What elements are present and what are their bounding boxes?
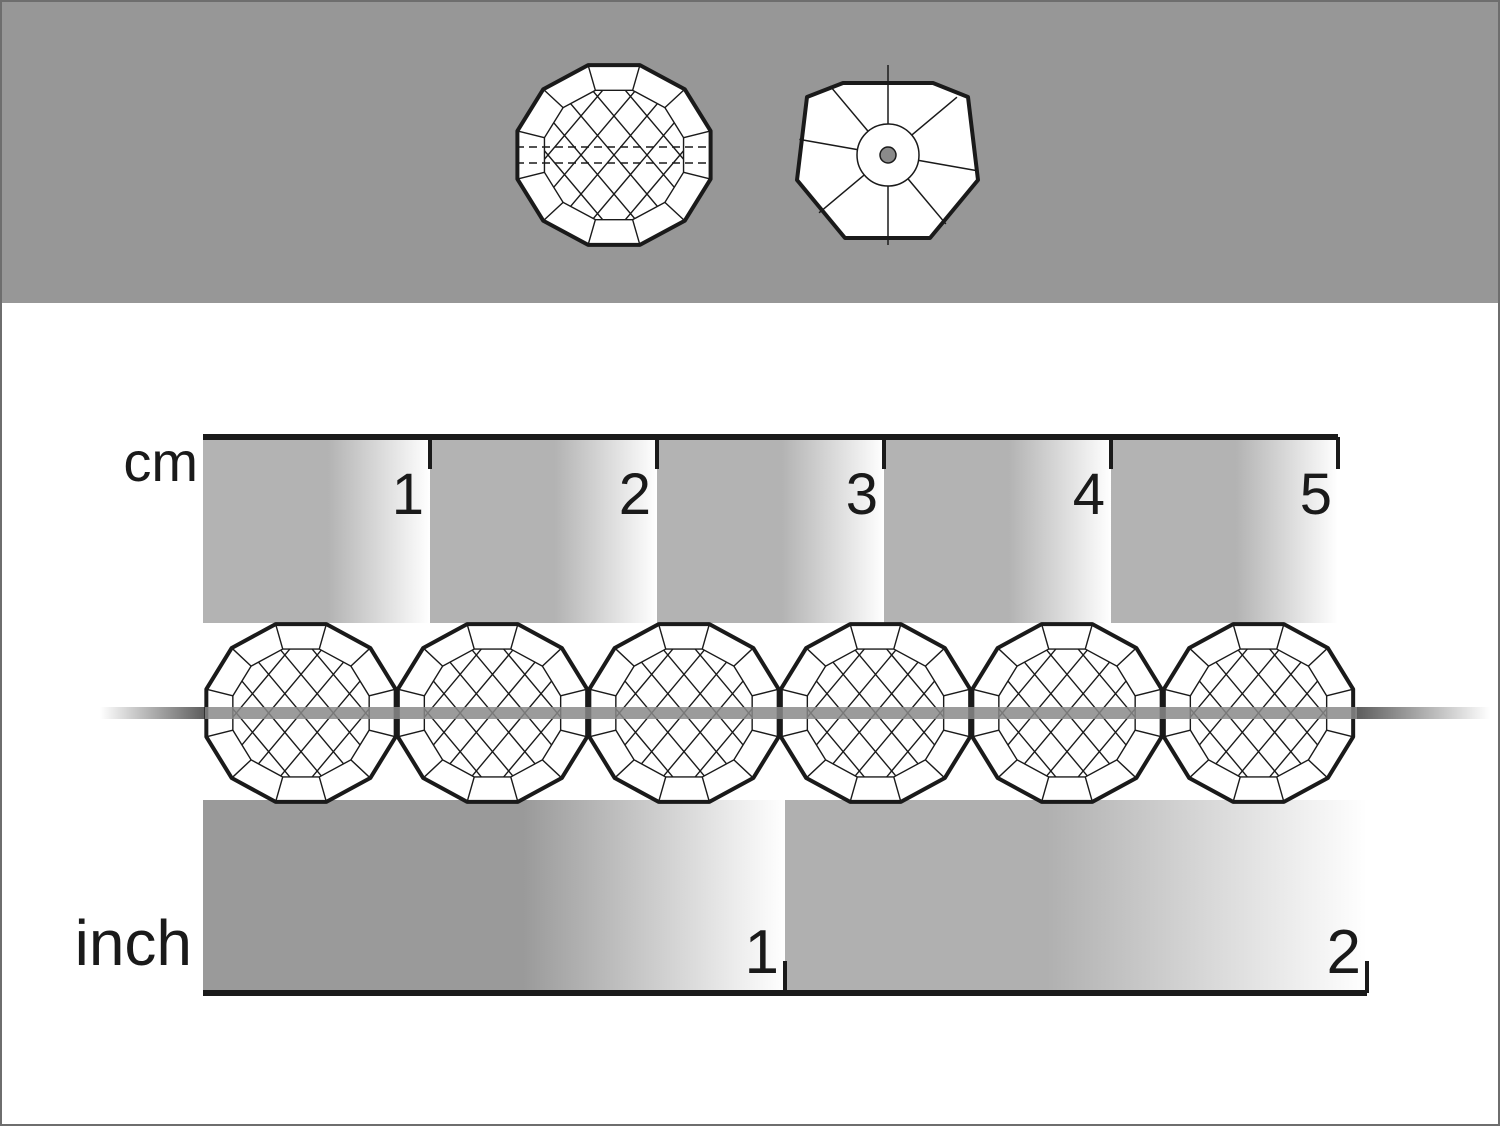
end-view-facet-line (818, 174, 865, 214)
bead-inner-ring (543, 89, 685, 221)
bead-inner-ring (232, 648, 370, 778)
inch-unit-label: inch (75, 907, 192, 979)
thread (100, 707, 1490, 719)
cm-tick-label: 5 (1300, 462, 1332, 527)
faceted-bead-end-icon (795, 65, 980, 245)
bead-row (204, 622, 1357, 804)
cm-segment (884, 437, 1111, 623)
bead-inner-ring (998, 648, 1136, 778)
thread-left (100, 707, 210, 719)
bead-side-view (515, 63, 713, 247)
cm-tick-label: 4 (1073, 462, 1105, 527)
inch-tick-label: 2 (1327, 918, 1361, 987)
end-view-facet-line (911, 96, 958, 136)
cm-segment (657, 437, 884, 623)
end-view-facet-line (918, 159, 977, 172)
inch-segment (203, 800, 785, 993)
thread-through-beads (205, 707, 1357, 719)
cm-segment (203, 437, 430, 623)
inch-segment (785, 800, 1367, 993)
cm-unit-label: cm (123, 430, 198, 493)
faceted-bead-side-icon (515, 63, 713, 247)
end-view-hole (879, 146, 897, 164)
end-view-facet-line (829, 85, 869, 132)
thread-right (1350, 707, 1490, 719)
cm-segment (430, 437, 657, 623)
end-view-facet-line (907, 178, 947, 225)
cm-tick-label: 3 (846, 462, 878, 527)
bead-inner-ring (615, 648, 753, 778)
bead-inner-ring (806, 648, 945, 778)
top-band (0, 0, 1500, 303)
cm-tick-label: 2 (619, 462, 651, 527)
inch-tick-label: 1 (745, 918, 779, 987)
cm-tick-label: 1 (392, 462, 424, 527)
cm-segment (1111, 437, 1338, 623)
bead-inner-ring (423, 648, 562, 778)
cm-ruler: 1 2 3 4 5 (203, 434, 1340, 623)
bead-inner-ring (1189, 648, 1328, 778)
end-view-facet-line (799, 138, 858, 151)
